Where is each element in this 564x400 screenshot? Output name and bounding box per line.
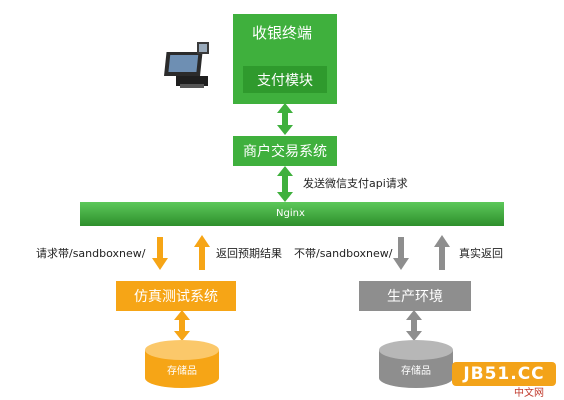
arrow-right-return: [434, 235, 450, 270]
right-storage-cylinder: [379, 340, 453, 388]
watermark-brand: JB51.CC: [463, 364, 545, 384]
left-return-label: 返回预期结果: [216, 247, 282, 260]
arrow-terminal-merchant: [277, 103, 293, 135]
arrow-left-return: [194, 235, 210, 270]
simulation-test-system-label: 仿真测试系统: [134, 289, 218, 305]
right-return-label: 真实返回: [459, 247, 503, 260]
production-environment-label: 生产环境: [387, 289, 443, 305]
right-request-label: 不带/sandboxnew/: [294, 247, 393, 260]
right-storage-label: 存储品: [401, 366, 431, 377]
watermark-sub: 中文网: [514, 388, 544, 399]
terminal-box: 收银终端 支付模块: [233, 14, 337, 104]
arrow-left-request: [152, 237, 168, 270]
pos-terminal-icon: [164, 42, 209, 88]
wechat-api-label: 发送微信支付api请求: [303, 177, 408, 190]
left-request-label: 请求带/sandboxnew/: [36, 247, 146, 260]
merchant-system-label: 商户交易系统: [243, 144, 327, 160]
arrow-right-request: [393, 237, 409, 270]
merchant-system-box: 商户交易系统: [233, 136, 337, 166]
watermark-badge: JB51.CC: [452, 362, 556, 386]
nginx-bar: [80, 202, 504, 226]
left-storage-cylinder: [145, 340, 219, 388]
nginx-label: Nginx: [276, 208, 305, 219]
arrow-left-system-storage: [174, 310, 190, 341]
arrow-merchant-nginx: [277, 166, 293, 202]
simulation-test-system-box: 仿真测试系统: [116, 281, 236, 311]
production-environment-box: 生产环境: [359, 281, 471, 311]
left-storage-label: 存储品: [167, 366, 197, 377]
arrow-right-system-storage: [406, 310, 422, 341]
terminal-title: 收银终端: [251, 24, 312, 42]
payment-module: 支付模块: [243, 66, 327, 93]
